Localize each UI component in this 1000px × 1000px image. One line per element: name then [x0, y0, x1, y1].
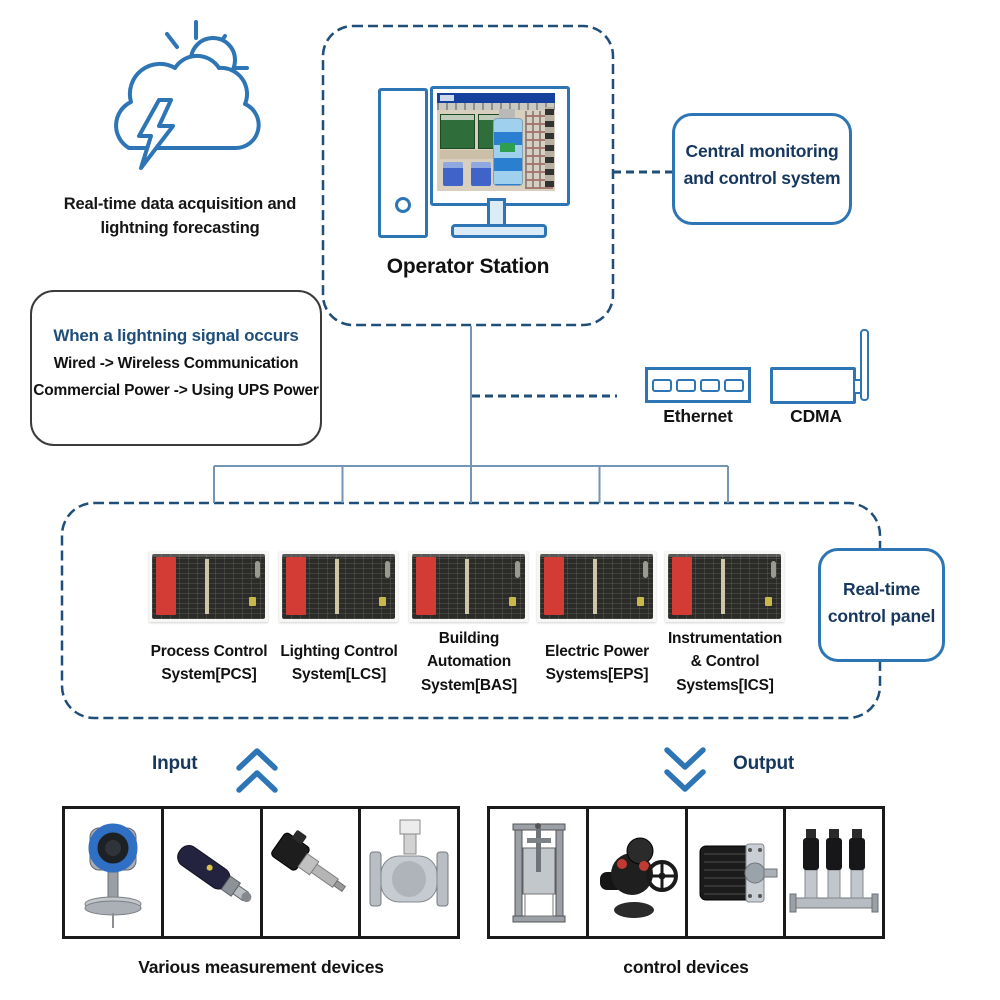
- system-label-ics: Instrumentation & Control Systems[ICS]: [667, 630, 783, 694]
- pc-tower-icon: [378, 88, 428, 238]
- lightning-box-line2: Commercial Power -> Using UPS Power: [33, 382, 319, 399]
- cdma-label: CDMA: [790, 406, 842, 426]
- ethernet-port: [676, 378, 696, 392]
- scada-tank-tag: [500, 143, 515, 152]
- scada-screen: [437, 93, 555, 191]
- cylindrical-sensor-icon: [163, 809, 260, 936]
- scada-titlebar-button: [440, 95, 454, 101]
- ethernet-port: [724, 378, 744, 392]
- scada-equipment-base: [440, 150, 510, 159]
- realtime-control-panel-box: Real-time control panel: [818, 548, 945, 662]
- lightning-bolt: [137, 98, 175, 170]
- scada-tank: [493, 118, 523, 186]
- cdma-antenna-rod: [860, 329, 869, 401]
- measurement-devices-caption: Various measurement devices: [138, 957, 384, 977]
- operator-station-label: Operator Station: [386, 255, 550, 278]
- ethernet-label: Ethernet: [663, 406, 733, 426]
- lightning-signal-box: When a lightning signal occurs Wired -> …: [30, 290, 322, 446]
- flow-meter-icon: [361, 809, 457, 936]
- pressure-probe-icon: [262, 809, 359, 936]
- valve-actuator-icon: [588, 809, 685, 936]
- system-label-lcs: Lighting Control System[LCS]: [280, 643, 398, 684]
- double-chevron-up-icon: [236, 748, 278, 793]
- gate-valve-icon: [490, 809, 586, 936]
- plc-module-icon: [279, 551, 398, 622]
- central-monitoring-line2: and control system: [683, 168, 841, 189]
- pump-set-icon: [786, 809, 882, 936]
- lightning-box-line1: Wired -> Wireless Communication: [53, 355, 299, 372]
- lightning-box-title: When a lightning signal occurs: [53, 326, 299, 345]
- output-label: Output: [733, 753, 795, 774]
- ethernet-port: [652, 378, 672, 392]
- monitor-icon: [430, 86, 570, 206]
- cdma-antenna-icon: [770, 367, 856, 404]
- scada-pump-block: [471, 162, 491, 186]
- scada-equipment-block: [440, 114, 475, 149]
- input-label: Input: [152, 753, 198, 774]
- pc-tower-button: [395, 197, 411, 213]
- measurement-devices-box: [62, 806, 460, 939]
- double-chevron-down-icon: [664, 747, 706, 792]
- system-label-bas: Building Automation System[BAS]: [421, 630, 517, 694]
- scada-side-column: [545, 107, 554, 187]
- pressure-transmitter-icon: [65, 809, 161, 936]
- plc-module-icon: [665, 551, 784, 622]
- ethernet-port: [700, 378, 720, 392]
- central-monitoring-line1: Central monitoring: [685, 141, 839, 161]
- plc-module-icon: [149, 551, 268, 622]
- scada-pump-block: [443, 162, 463, 186]
- system-label-pcs: Process Control System[PCS]: [150, 643, 268, 684]
- weather-caption: Real-time data acquisition and lightning…: [63, 195, 297, 237]
- scada-toolbar: [437, 103, 555, 110]
- control-devices-box: [487, 806, 885, 939]
- sun-rays: [165, 20, 249, 70]
- electric-motor-icon: [687, 809, 784, 936]
- bus-lines: [213, 326, 729, 503]
- ethernet-switch-icon: [645, 367, 751, 403]
- cloud-lightning-sun-icon: [114, 20, 261, 170]
- system-label-eps: Electric Power Systems[EPS]: [544, 643, 650, 684]
- plc-module-icon: [409, 551, 528, 622]
- control-devices-caption: control devices: [623, 957, 749, 977]
- scada-tank-top: [499, 109, 515, 118]
- realtime-panel-line2: control panel: [827, 606, 936, 627]
- operator-station-dashed-frame: [321, 24, 615, 327]
- central-monitoring-box: Central monitoring and control system: [672, 113, 852, 225]
- realtime-panel-line1: Real-time: [843, 579, 920, 599]
- scada-titlebar: [437, 93, 555, 103]
- plc-module-icon: [537, 551, 656, 622]
- monitor-base: [451, 224, 547, 238]
